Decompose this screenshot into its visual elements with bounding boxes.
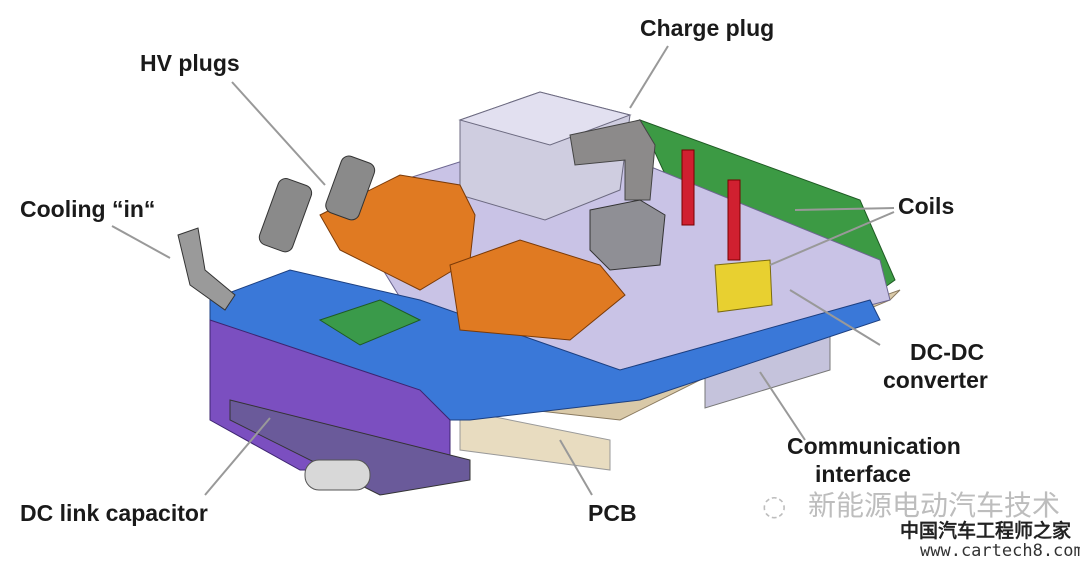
cooling-in-leader	[111, 225, 171, 259]
communication-leader	[759, 371, 806, 441]
yellow-coil	[714, 259, 773, 313]
label-cooling-in: Cooling “in“	[20, 196, 156, 222]
watermark-site-name: 中国汽车工程师之家	[900, 520, 1072, 542]
coils-leader-1	[794, 207, 895, 211]
label-pcb: PCB	[588, 500, 637, 526]
cooling-in-pipe	[177, 227, 236, 311]
wechat-icon: ◌	[762, 489, 787, 522]
coil-red-post-1	[681, 149, 695, 226]
hv-plugs-leader	[231, 81, 326, 186]
hv-plug-tube-1	[258, 178, 313, 253]
leader-lines	[111, 45, 895, 496]
watermark-account: 新能源电动汽车技术	[808, 489, 1061, 522]
pcb-underside	[459, 409, 611, 471]
label-dc-link-capacitor: DC link capacitor	[20, 500, 208, 526]
charge-plug-leader	[629, 45, 669, 109]
label-coils: Coils	[898, 193, 955, 219]
hv-plug-tube-2	[325, 155, 376, 221]
label-charge-plug: Charge plug	[640, 15, 775, 41]
label-dcdc-line1: DC-DC	[910, 339, 985, 365]
capacitor-cylinder	[304, 459, 371, 491]
watermark-url: www.cartech8.com	[920, 541, 1080, 561]
dc-link-leader	[204, 417, 271, 496]
label-communication-line1: Communication	[787, 433, 961, 459]
label-hv-plugs: HV plugs	[140, 50, 240, 76]
small-control-pcb	[318, 299, 422, 346]
coils-leader-2	[769, 211, 895, 266]
label-communication-line2: interface	[815, 461, 911, 487]
dcdc-leader	[789, 289, 881, 346]
capacitor-mount-plate	[229, 399, 471, 496]
label-dcdc-line2: converter	[883, 367, 988, 393]
dcdc-grey-housing	[589, 199, 666, 271]
pcb-leader	[559, 439, 593, 496]
charge-module-top	[458, 91, 632, 146]
hv-plug-orange-2	[449, 239, 626, 341]
coil-red-post-2	[727, 179, 741, 261]
